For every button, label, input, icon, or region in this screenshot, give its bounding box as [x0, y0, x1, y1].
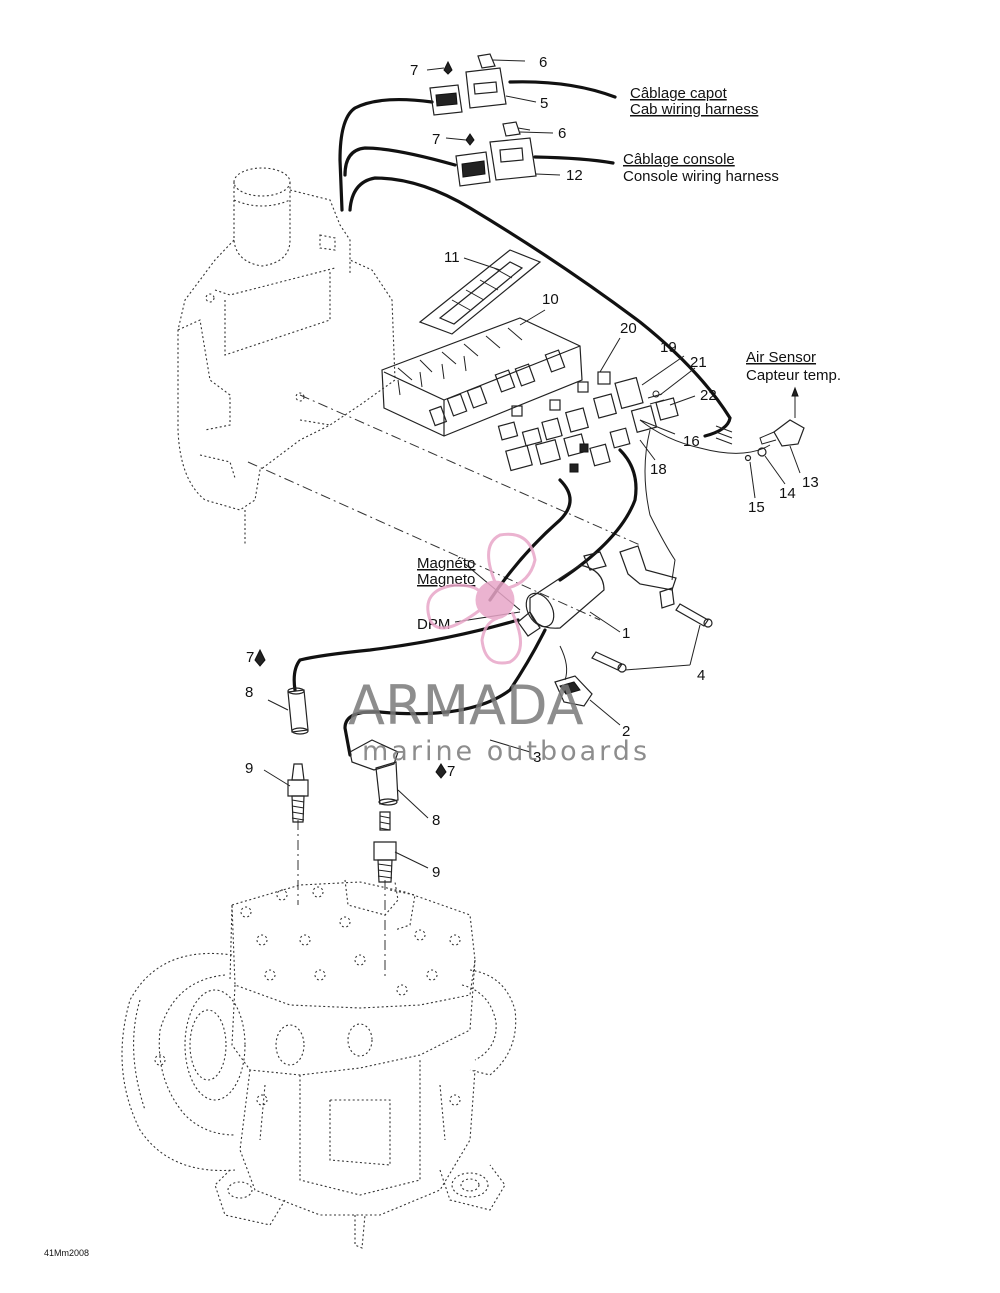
part-number-15: 15	[748, 499, 765, 516]
part-number-7: 7	[447, 763, 455, 780]
part-number-10: 10	[542, 291, 559, 308]
part-number-18: 18	[650, 461, 667, 478]
air-sensor-label-en: Air Sensor	[746, 349, 816, 366]
console-harness-label-en: Console wiring harness	[623, 168, 779, 185]
part-number-19: 19	[660, 339, 677, 356]
part-number-20: 20	[620, 320, 637, 337]
propeller-logo-icon	[426, 532, 537, 665]
part-number-6: 6	[558, 125, 566, 142]
oil-reservoir-drawing	[177, 167, 396, 545]
part-numbers: 7 6 5 7 6 12 11 10 20 19 21 22 16 18 13 …	[245, 54, 819, 881]
connector-parts	[254, 53, 805, 883]
part-number-13: 13	[802, 474, 819, 491]
part-number-14: 14	[779, 485, 796, 502]
part-number-4: 4	[697, 667, 705, 684]
watermark-brand: ARMADA	[348, 674, 584, 737]
part-number-11: 11	[444, 249, 460, 266]
part-number-21: 21	[690, 354, 707, 371]
labels: Câblage capot Cab wiring harness Câblage…	[417, 85, 841, 633]
part-number-2: 2	[622, 723, 630, 740]
console-harness-label-fr: Câblage console	[623, 151, 735, 168]
part-number-22: 22	[700, 387, 717, 404]
part-number-8: 8	[245, 684, 253, 701]
alignment-lines	[247, 394, 641, 980]
figure-code: 41Mm2008	[44, 1248, 89, 1258]
armada-watermark: ARMADA marine outboards	[348, 532, 650, 767]
part-number-9: 9	[432, 864, 440, 881]
part-number-3: 3	[533, 749, 541, 766]
magneto-label-fr: Magnéto	[417, 555, 475, 572]
air-sensor-label-fr: Capteur temp.	[746, 367, 841, 384]
part-number-7: 7	[410, 62, 418, 79]
part-number-12: 12	[566, 167, 583, 184]
cab-harness-label-fr: Câblage capot	[630, 85, 728, 102]
part-number-6: 6	[539, 54, 547, 71]
part-number-8: 8	[432, 812, 440, 829]
part-number-7: 7	[246, 649, 254, 666]
wiring-harnesses	[292, 80, 771, 757]
part-number-5: 5	[540, 95, 548, 112]
part-number-7: 7	[432, 131, 440, 148]
cab-harness-label-en: Cab wiring harness	[630, 101, 758, 118]
watermark-tagline: marine outboards	[362, 736, 650, 767]
part-number-1: 1	[622, 625, 630, 642]
engine-block-drawing	[121, 879, 517, 1249]
leader-lines	[263, 67, 801, 869]
part-number-16: 16	[683, 433, 700, 450]
part-number-9: 9	[245, 760, 253, 777]
